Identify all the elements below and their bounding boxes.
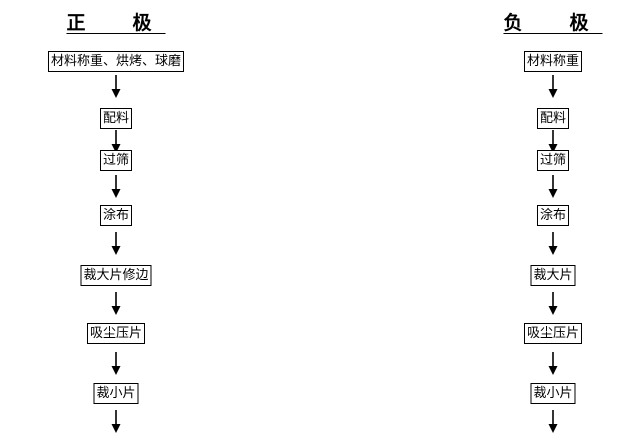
- positive-mix-step: 配料: [99, 108, 133, 129]
- negative-flow-arrow-3: [548, 175, 558, 198]
- negative-cut-large-step: 裁大片: [530, 265, 576, 286]
- positive-flow-arrow-2: [111, 130, 121, 153]
- positive-flow-arrow-5: [111, 292, 121, 315]
- negative-flow-arrow-4: [548, 232, 558, 255]
- negative-electrode-column: 负 极 材料称重配料过筛涂布裁大片吸尘压片裁小片: [443, 0, 640, 440]
- positive-flow-arrow-6: [111, 352, 121, 375]
- negative-flow-arrow-6: [548, 352, 558, 375]
- positive-coating-step: 涂布: [99, 205, 133, 226]
- positive-sieve-step: 过筛: [99, 150, 133, 171]
- positive-electrode-heading: 正 极: [66, 12, 166, 34]
- negative-weigh-step: 材料称重: [523, 51, 583, 72]
- negative-press-step: 吸尘压片: [523, 323, 583, 344]
- positive-press-step: 吸尘压片: [86, 323, 146, 344]
- negative-cut-small-step: 裁小片: [530, 383, 576, 404]
- negative-flow-arrow-5: [548, 292, 558, 315]
- positive-electrode-column: 正 极 材料称重、烘烤、球磨配料过筛涂布裁大片修边吸尘压片裁小片: [6, 0, 226, 440]
- positive-cut-large-step: 裁大片修边: [80, 265, 152, 286]
- positive-flow-arrow-1: [111, 75, 121, 98]
- negative-electrode-heading: 负 极: [503, 12, 603, 34]
- negative-sieve-step: 过筛: [536, 150, 570, 171]
- negative-flow-arrow-1: [548, 75, 558, 98]
- negative-coating-step: 涂布: [536, 205, 570, 226]
- negative-mix-step: 配料: [536, 108, 570, 129]
- positive-flow-arrow-7: [111, 410, 121, 433]
- positive-weigh-step: 材料称重、烘烤、球磨: [47, 51, 185, 72]
- positive-cut-small-step: 裁小片: [93, 383, 139, 404]
- negative-flow-arrow-7: [548, 410, 558, 433]
- negative-flow-arrow-2: [548, 130, 558, 153]
- positive-flow-arrow-4: [111, 232, 121, 255]
- positive-flow-arrow-3: [111, 175, 121, 198]
